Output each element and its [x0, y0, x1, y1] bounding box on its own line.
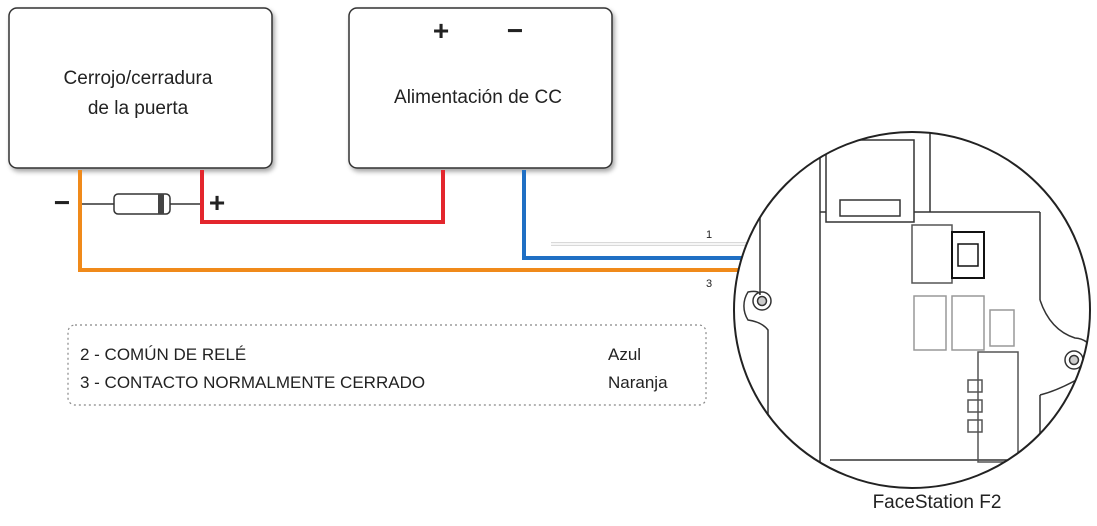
door-lock-box: Cerrojo/cerradura de la puerta — [8, 7, 273, 169]
dc-power-box: + − Alimentación de CC — [348, 7, 613, 169]
door-lock-label-line1: Cerrojo/cerradura — [64, 68, 213, 89]
diode — [82, 193, 200, 215]
device-name-label: FaceStation F2 — [873, 492, 1002, 513]
legend-row-2-text: 3 - CONTACTO NORMALMENTE CERRADO — [80, 373, 425, 392]
legend-box: 2 - COMÚN DE RELÉ Azul 3 - CONTACTO NORM… — [67, 324, 707, 406]
pin-3-label: 3 — [706, 278, 712, 290]
lock-minus-label: − — [54, 187, 70, 218]
orange-wire — [78, 170, 912, 272]
pin-1-label: 1 — [706, 229, 712, 241]
power-label: Alimentación de CC — [394, 87, 562, 108]
legend-row-1-color: Azul — [608, 345, 641, 364]
legend-row-2-color: Naranja — [608, 373, 668, 392]
power-plus-label: + — [433, 15, 449, 46]
lock-plus-label: + — [209, 187, 225, 218]
door-lock-label-line2: de la puerta — [88, 98, 189, 119]
legend-row-1-text: 2 - COMÚN DE RELÉ — [80, 345, 246, 364]
power-minus-label: − — [507, 15, 523, 46]
red-wire — [200, 170, 445, 224]
device-magnifier — [733, 131, 1091, 489]
